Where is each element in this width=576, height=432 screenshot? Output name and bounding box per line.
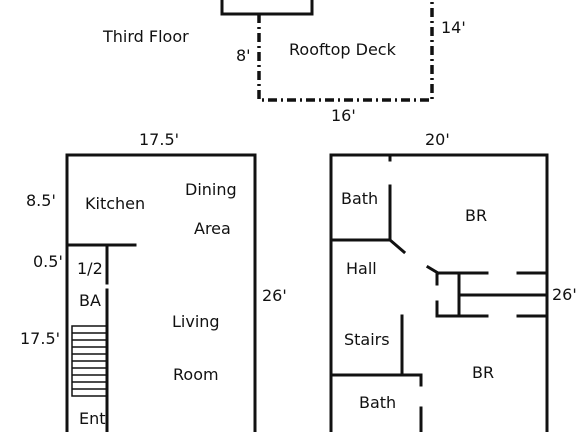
left-dim-gap: 0.5' [33,252,63,271]
living-room-label-2: Room [173,365,219,384]
top-bath-label: Bath [341,189,378,208]
dining-label-1: Dining [185,180,237,199]
rooftop-deck-label: Rooftop Deck [289,40,397,59]
deck-dim-bottom: 16' [331,106,356,125]
kitchen-label: Kitchen [85,194,145,213]
bottom-bath-label: Bath [359,393,396,412]
rooftop-deck-plan [220,0,434,102]
half-bath-label-2: BA [79,291,101,310]
bottom-bedroom-label: BR [472,363,494,382]
stairs-label: Stairs [344,330,390,349]
entry-label: Ent [79,409,106,428]
left-dim-height: 26' [262,286,287,305]
entry-staircase [71,325,108,397]
deck-dim-right: 14' [441,18,466,37]
living-room-label-1: Living [172,312,220,331]
left-floor-plan [65,153,257,432]
right-floor-plan [329,153,549,432]
left-dim-kitchen: 8.5' [26,191,56,210]
right-dim-height: 26' [552,285,576,304]
right-dim-width: 20' [425,130,450,149]
deck-dim-left: 8' [236,46,251,65]
third-floor-title: Third Floor [102,27,189,46]
half-bath-label-1: 1/2 [77,259,103,278]
left-dim-living: 17.5' [20,329,60,348]
third-floor-room-outline [220,0,314,16]
top-bath-door [387,237,407,255]
left-plan-outer-walls [65,153,257,432]
dining-label-2: Area [194,219,231,238]
rooftop-deck-outline [257,0,434,102]
top-bedroom-label: BR [465,206,487,225]
left-dim-width: 17.5' [139,130,179,149]
hall-label: Hall [346,259,377,278]
